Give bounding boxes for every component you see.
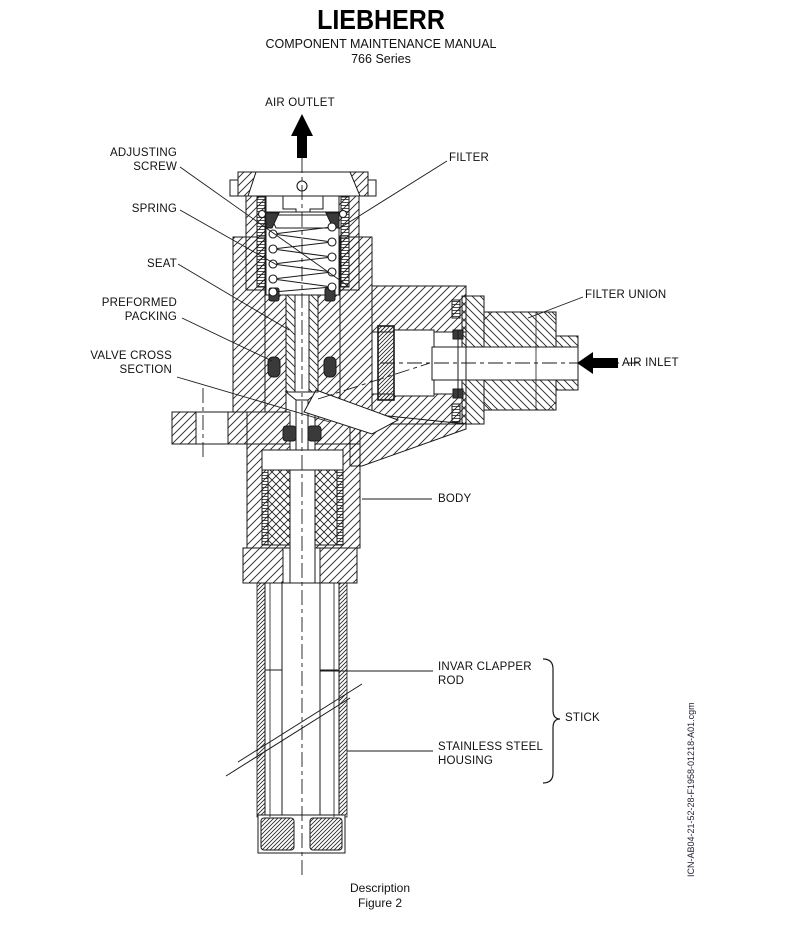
label-stainless-steel-housing: STAINLESS STEEL HOUSING bbox=[438, 741, 544, 767]
liebherr-logo: LIEBHERR bbox=[317, 4, 445, 36]
label-air-outlet: AIR OUTLET bbox=[265, 97, 335, 109]
label-body: BODY bbox=[438, 493, 472, 505]
label-preformed-packing: PREFORMED PACKING bbox=[101, 297, 177, 323]
label-filter: FILTER bbox=[449, 152, 489, 164]
label-air-inlet: AIR INLET bbox=[622, 357, 679, 369]
icn-reference: ICN-AB04-21-52-28-F1958-01218-A01.cgm bbox=[686, 702, 696, 877]
air-inlet-arrow-icon bbox=[577, 352, 618, 374]
break-lines bbox=[225, 683, 363, 777]
label-valve-cross-section: VALVE CROSS SECTION bbox=[90, 350, 172, 376]
leader-lines bbox=[176, 160, 584, 752]
label-adjusting-screw: ADJUSTING SCREW bbox=[110, 147, 177, 173]
label-seat: SEAT bbox=[147, 258, 177, 270]
label-stick: STICK bbox=[565, 712, 600, 724]
stick-brace bbox=[542, 658, 561, 784]
label-filter-union: FILTER UNION bbox=[585, 289, 667, 301]
air-outlet-arrow-icon bbox=[291, 114, 313, 158]
label-spring: SPRING bbox=[131, 203, 177, 215]
label-invar-clapper-rod: INVAR CLAPPER ROD bbox=[438, 661, 532, 687]
manual-title: COMPONENT MAINTENANCE MANUAL bbox=[265, 37, 497, 51]
series-subtitle: 766 Series bbox=[351, 52, 411, 66]
figure-caption: Description Figure 2 bbox=[349, 881, 411, 910]
